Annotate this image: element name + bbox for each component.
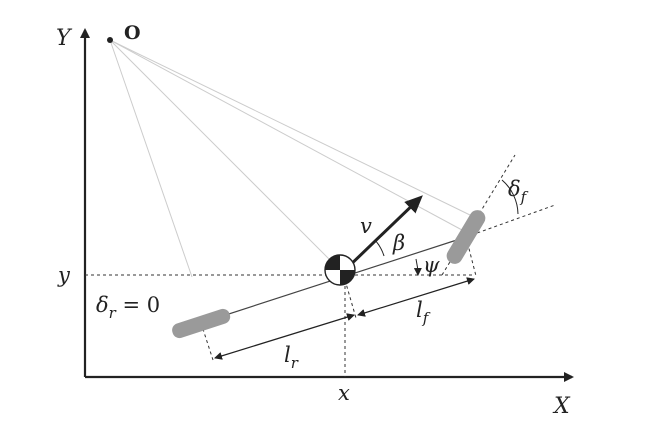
front-steer-symbol: δ (508, 177, 521, 201)
front-wheel (446, 210, 486, 264)
slip-angle-arc (374, 239, 385, 257)
rear-length-dimension (214, 313, 355, 360)
front-length-subscript: f (422, 309, 431, 327)
rear-steer-value: = 0 (116, 293, 160, 317)
front-length-symbol: l (416, 298, 423, 322)
center-of-gravity-icon (324, 254, 356, 286)
body-axis-extension (465, 204, 556, 238)
rear-steer-label: δr = 0 (96, 293, 160, 322)
front-steer-arc (501, 179, 519, 215)
rear-length-symbol: l (284, 343, 291, 367)
velocity-vector (343, 195, 423, 272)
rear-steer-subscript: r (109, 304, 117, 322)
rear-length-subscript: r (291, 354, 299, 372)
slip-angle-label: β (392, 231, 405, 255)
origin-label: O (124, 22, 141, 44)
x-position-label: x (338, 381, 350, 405)
heading-angle-arc (413, 258, 422, 276)
front-length-dimension (357, 277, 475, 317)
x-axis-label: X (552, 394, 571, 419)
y-position-label: y (57, 263, 71, 287)
rear-length-label: lr (284, 343, 299, 372)
front-steer-label: δf (508, 177, 529, 206)
front-length-label: lf (416, 298, 431, 327)
rear-steer-symbol: δ (96, 293, 109, 317)
velocity-label: v (360, 214, 372, 238)
construction-lines (109, 39, 471, 278)
heading-angle-label: ψ (423, 253, 440, 277)
origin-point (107, 37, 113, 43)
rear-wheel (172, 308, 231, 339)
y-axis-label: Y (56, 26, 73, 51)
front-steer-subscript: f (520, 188, 529, 206)
